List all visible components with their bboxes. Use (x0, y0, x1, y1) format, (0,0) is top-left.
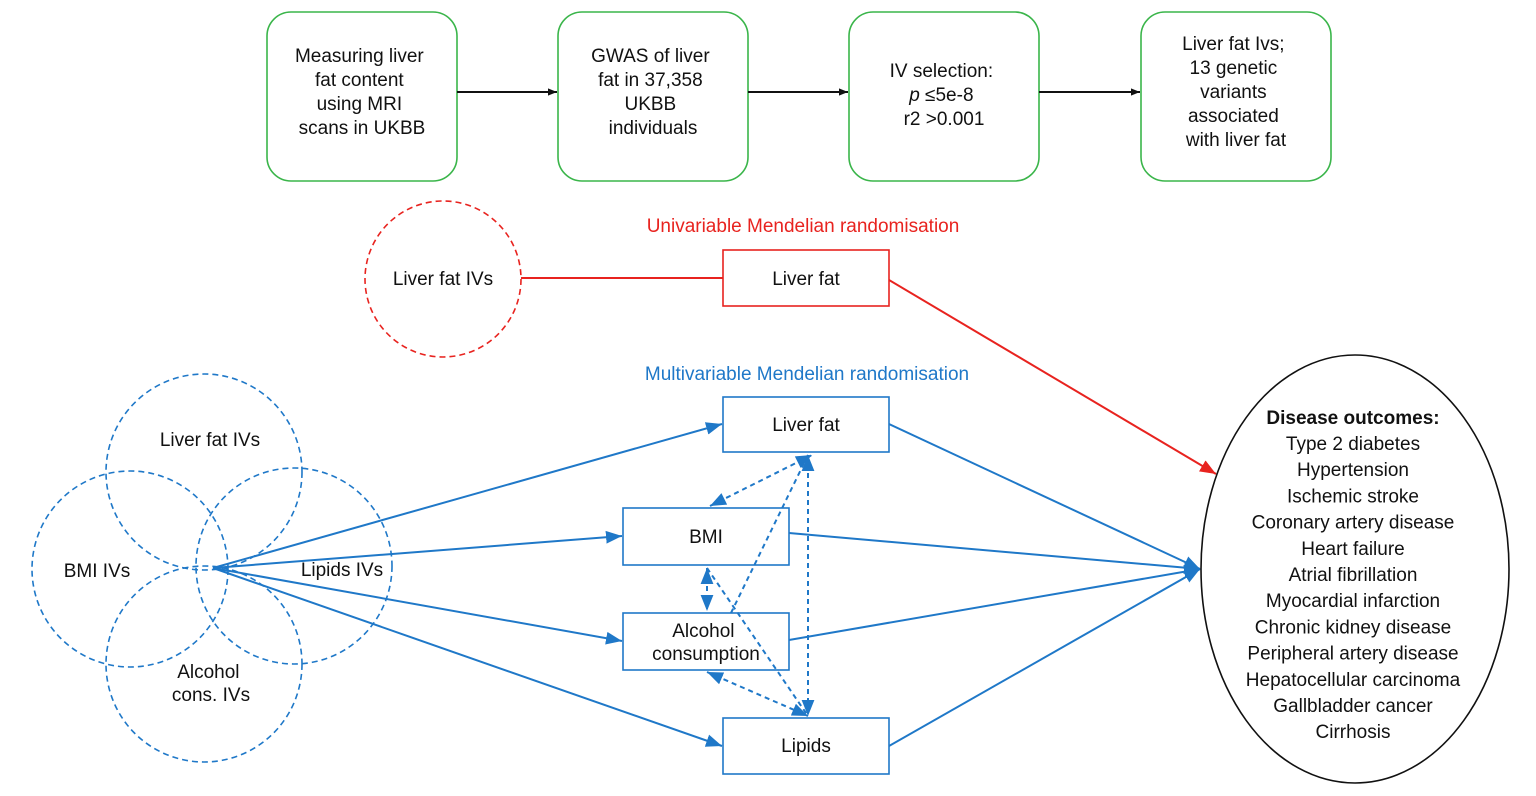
outcome-item: Gallbladder cancer (1273, 696, 1433, 717)
pipeline: Measuring liver fat content using MRI sc… (266, 11, 1332, 182)
svg-text:Measuring liver fat cont: Measuring liver fat content using MRI sc… (295, 46, 429, 139)
pipeline-step-4-line-3: variants (1200, 82, 1267, 103)
iv-to-lipids-arrow (212, 567, 723, 747)
alcohol-to-outcomes-arrow (788, 565, 1201, 641)
mv-alcohol-label-line-2: consumption (652, 644, 760, 665)
univariable-exposure-label: Liver fat (772, 269, 840, 290)
outcome-item: Myocardial infarction (1266, 591, 1440, 612)
pipeline-step-1-line-3: using MRI (317, 94, 403, 115)
univariable-section: Univariable Mendelian randomisation Live… (364, 200, 1217, 475)
lipids-iv-circle (195, 467, 393, 665)
multivariable-title: Multivariable Mendelian randomisation (645, 364, 969, 385)
liver-fat-to-outcomes-arrow (888, 423, 1201, 570)
iv-to-bmi-arrow (212, 530, 623, 569)
univariable-title: Univariable Mendelian randomisation (647, 216, 960, 237)
alcohol-iv-label: Alcohol cons. IVs (172, 662, 250, 706)
pipeline-step-4-line-2: 13 genetic (1190, 58, 1278, 79)
bmi-to-outcomes-arrow (788, 532, 1201, 574)
outcomes-ellipse (1200, 354, 1510, 784)
pipeline-step-1-box (266, 11, 458, 182)
outcome-item: Atrial fibrillation (1289, 565, 1418, 586)
lipids-iv-label: Lipids IVs (301, 560, 383, 581)
pipeline-step-2-line-4: individuals (609, 118, 698, 139)
multivariable-section: Multivariable Mendelian randomisation Li… (31, 364, 1201, 775)
outcome-item: Hepatocellular carcinoma (1246, 670, 1461, 691)
mv-alcohol-label: Alcohol consumption (652, 621, 760, 665)
outcome-item: Hypertension (1297, 460, 1409, 481)
mv-bmi-label: BMI (689, 527, 723, 548)
pipeline-step-2-line-2: fat in 37,358 (598, 70, 703, 91)
pipeline-step-4-line-1: Liver fat Ivs; (1182, 34, 1284, 55)
univariable-iv-label: Liver fat IVs (393, 269, 493, 290)
alcohol-iv-circle (105, 565, 303, 763)
outcomes-heading: Disease outcomes: (1266, 408, 1439, 429)
mv-lipids-box (722, 717, 890, 775)
pipeline-step-2-box (557, 11, 749, 182)
outcome-item: Coronary artery disease (1252, 513, 1455, 534)
mv-lipids-label: Lipids (781, 736, 831, 757)
corr-liver-bmi-arrow (709, 454, 813, 507)
alcohol-iv-label-line-1: Alcohol (177, 662, 239, 683)
corr-bmi-lipids-line (706, 567, 809, 717)
mv-alcohol-label-line-1: Alcohol (672, 621, 734, 642)
pipeline-step-1-line-2: fat content (315, 70, 404, 91)
mv-bmi-box (622, 507, 790, 566)
liver-fat-iv-circle (105, 373, 303, 571)
pipeline-step-3-line-2: p ≤5e-8 (908, 85, 973, 106)
mv-liver-fat-box (722, 396, 890, 453)
outcome-item: Ischemic stroke (1287, 486, 1419, 507)
svg-text:Liver fat Ivs; 13 geneti: Liver fat Ivs; 13 genetic variants assoc… (1182, 34, 1290, 151)
bmi-iv-label: BMI IVs (64, 561, 131, 582)
svg-text:GWAS of liver fat in 37,: GWAS of liver fat in 37,358 UKBB individ… (591, 46, 715, 139)
pipeline-step-3-box (848, 11, 1040, 182)
lipids-to-outcomes-arrow (888, 568, 1201, 747)
outcome-item: Peripheral artery disease (1247, 644, 1458, 665)
univariable-exposure-box (722, 249, 890, 307)
pipeline-step-1-line-4: scans in UKBB (299, 118, 426, 139)
iv-to-liver-fat-arrow (212, 422, 723, 569)
univariable-effect-arrow (888, 279, 1217, 475)
pipeline-step-2-line-1: GWAS of liver (591, 46, 710, 67)
outcome-item: Heart failure (1301, 539, 1405, 560)
pipeline-step-4-line-4: associated (1188, 106, 1279, 127)
pipeline-step-4-box (1140, 11, 1332, 182)
corr-liver-alcohol-line (730, 454, 809, 614)
corr-alcohol-lipids-arrow (706, 671, 809, 717)
outcome-item: Type 2 diabetes (1286, 434, 1420, 455)
outcomes-section: Disease outcomes: Type 2 diabetesHyperte… (1200, 354, 1510, 784)
alcohol-iv-label-line-2: cons. IVs (172, 685, 250, 706)
outcome-item: Cirrhosis (1316, 722, 1391, 743)
pipeline-step-3-line-1: IV selection: (890, 61, 994, 82)
mv-liver-fat-label: Liver fat (772, 415, 840, 436)
pipeline-step-4-line-5: with liver fat (1185, 130, 1287, 151)
pipeline-step-2-line-3: UKBB (624, 94, 676, 115)
mv-alcohol-box (622, 612, 790, 671)
iv-to-alcohol-arrow (212, 567, 623, 645)
pipeline-step-1-line-1: Measuring liver (295, 46, 424, 67)
outcome-item: Chronic kidney disease (1255, 617, 1451, 638)
svg-text:IV selection: p ≤5e-8: IV selection: p ≤5e-8 r2 >0.001 (890, 61, 999, 130)
liver-fat-iv-label: Liver fat IVs (160, 430, 260, 451)
pipeline-step-3-line-3: r2 >0.001 (904, 109, 985, 130)
